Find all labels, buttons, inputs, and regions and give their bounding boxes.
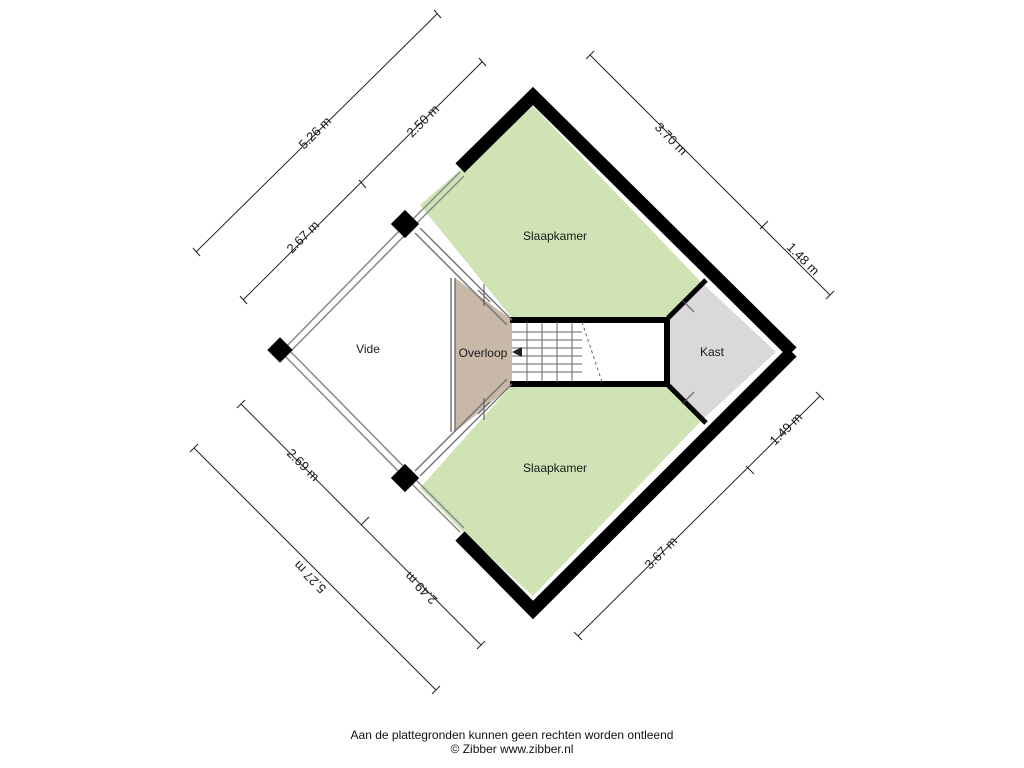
closet-area (668, 283, 776, 420)
outer-wall-bottom (455, 347, 797, 620)
column-left (267, 337, 293, 363)
room-label-void: Vide (356, 342, 380, 356)
column-bottom (390, 463, 420, 493)
room-label-landing: Overloop (459, 346, 508, 360)
bedroom-bottom-area (420, 385, 702, 596)
room-label-bedroom-bottom: Slaapkamer (523, 461, 587, 475)
dim-inner-top-left-lower: 2.67 m (283, 217, 322, 256)
closet-wall-top (666, 278, 708, 320)
room-label-bedroom-top: Slaapkamer (523, 229, 587, 243)
dimension-lines (189, 9, 835, 695)
dim-top-right-upper: 3.70 m (652, 119, 691, 158)
dim-inner-bottom-left-upper: 2.69 m (284, 445, 323, 484)
staircase (512, 321, 603, 383)
partition-ticks (477, 284, 695, 420)
bedroom-top-area (420, 106, 702, 318)
dim-bottom-right-lower: 3.67 m (641, 533, 680, 572)
void-railings (282, 171, 465, 533)
dim-outer-top-left: 5.26 m (295, 113, 334, 152)
footer-copyright: © Zibber www.zibber.nl (450, 742, 574, 756)
footer-disclaimer: Aan de plattegronden kunnen geen rechten… (350, 728, 674, 742)
dim-top-right-lower: 1.48 m (784, 239, 823, 278)
outer-wall-top (455, 86, 797, 357)
dim-bottom-right-upper: 1.49 m (766, 409, 805, 448)
room-label-closet: Kast (700, 345, 725, 359)
dim-inner-bottom-left-lower: 2.49 m (401, 569, 440, 608)
interior-partitions (414, 227, 513, 477)
stair-arrow-icon (512, 347, 522, 357)
closet-wall-bottom (666, 383, 708, 425)
dim-inner-top-left-upper: 2.50 m (403, 101, 442, 140)
